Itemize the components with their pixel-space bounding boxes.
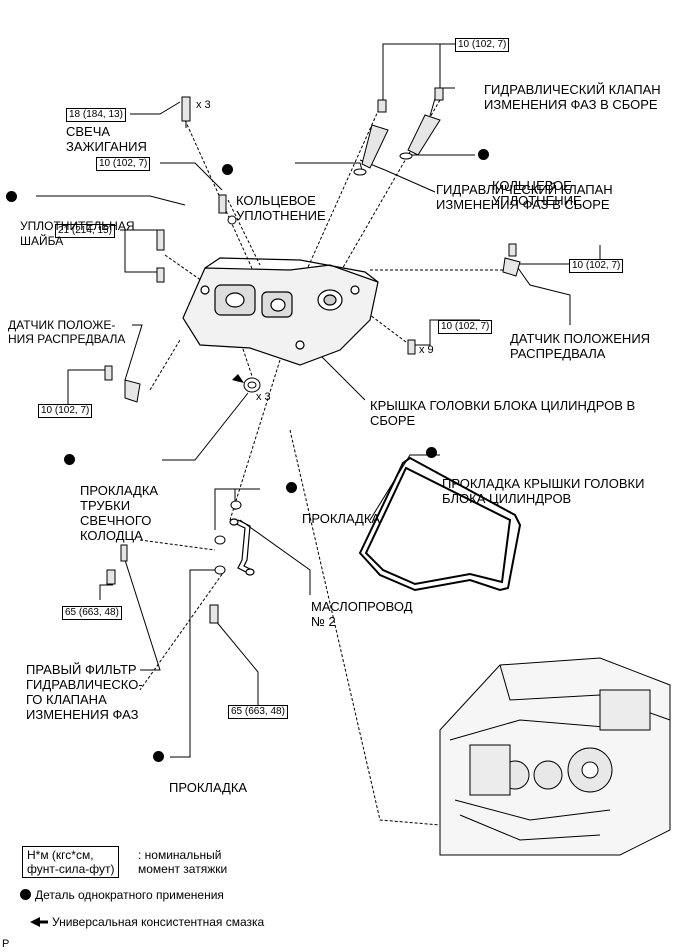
one-time-use-icon xyxy=(6,191,17,202)
one-time-use-icon xyxy=(426,447,437,458)
torque-box-cam-sensor-left: 10 (102, 7) xyxy=(38,404,93,418)
torque-box-union-bolt-left: 65 (663, 48) xyxy=(62,606,122,620)
torque-box-cover-bolts: 10 (102, 7) xyxy=(438,320,493,334)
label-oring-right: КОЛЬЦЕВОЕ УПЛОТНЕНИЕ xyxy=(478,148,582,223)
label-head-cover: КРЫШКА ГОЛОВКИ БЛОКА ЦИЛИНДРОВ В СБОРЕ xyxy=(370,398,636,428)
legend-one-time-text: Деталь однократного применения xyxy=(35,888,224,902)
label-head-cover-gasket-text: ПРОКЛАДКА КРЫШКИ ГОЛОВКИ БЛОКА ЦИЛИНДРОВ xyxy=(442,476,645,506)
grease-arrow-icon xyxy=(28,914,48,930)
label-vvt-valve-mid: ГИДРАВЛИЧЕСКИЙ КЛАПАН ИЗМЕНЕНИЯ ФАЗ В СБ… xyxy=(436,182,613,212)
corner-mark: P xyxy=(2,938,10,950)
one-time-use-icon xyxy=(478,149,489,160)
torque-box-vvt-bolt: 10 (102, 7) xyxy=(455,38,510,52)
torque-box-washer-bolt: 10 (102, 7) xyxy=(96,157,151,171)
label-oring-right-text: КОЛЬЦЕВОЕ УПЛОТНЕНИЕ xyxy=(492,178,582,208)
label-gasket-lower-text: ПРОКЛАДКА xyxy=(169,780,248,795)
label-spark-plug: СВЕЧА ЗАЖИГАНИЯ xyxy=(66,124,147,154)
one-time-use-icon xyxy=(64,454,75,465)
label-gasket-upper-text: ПРОКЛАДКА xyxy=(302,511,381,526)
label-cam-sensor-right: ДАТЧИК ПОЛОЖЕНИЯ РАСПРЕДВАЛА xyxy=(510,331,651,361)
legend-grease: Универсальная консистентная смазка xyxy=(52,915,265,929)
label-gasket-lower: ПРОКЛАДКА xyxy=(153,750,247,810)
one-time-use-icon xyxy=(153,751,164,762)
qty-cover-bolts: x 9 xyxy=(419,344,434,356)
legend-unit-description: : номинальный момент затяжки xyxy=(138,848,228,876)
label-seal-washer: УПЛОТНИТЕЛЬНАЯ ШАЙБА xyxy=(6,189,135,264)
label-oring-left: КОЛЬЦЕВОЕ УПЛОТНЕНИЕ xyxy=(222,163,326,238)
torque-box-union-bolt-lower: 65 (663, 48) xyxy=(228,705,288,719)
one-time-use-icon xyxy=(222,164,233,175)
one-time-use-icon xyxy=(20,889,31,900)
torque-box-spark-plug: 18 (184, 13) xyxy=(66,108,126,122)
label-cam-sensor-left: ДАТЧИК ПОЛОЖЕ- НИЯ РАСПРЕДВАЛА xyxy=(8,318,126,346)
label-oil-pipe: МАСЛОПРОВОД № 2 xyxy=(311,599,413,629)
label-tube-gasket: ПРОКЛАДКА ТРУБКИ СВЕЧНОГО КОЛОДЦА xyxy=(64,453,158,558)
legend-one-time: Деталь однократного применения xyxy=(20,888,224,902)
label-head-cover-gasket: ПРОКЛАДКА КРЫШКИ ГОЛОВКИ БЛОКА ЦИЛИНДРОВ xyxy=(426,446,644,521)
torque-box-cam-sensor-right: 10 (102, 7) xyxy=(569,259,624,273)
torque-box-cover-bolt: 21 (214, 15) xyxy=(55,224,115,238)
label-filter: ПРАВЫЙ ФИЛЬТР ГИДРАВЛИЧЕСКО- ГО КЛАПАНА … xyxy=(26,662,143,722)
qty-spark-plug: x 3 xyxy=(196,99,211,111)
label-tube-gasket-text: ПРОКЛАДКА ТРУБКИ СВЕЧНОГО КОЛОДЦА xyxy=(80,483,159,543)
one-time-use-icon xyxy=(286,482,297,493)
legend-unit-box: Н*м (кгс*см, фунт-сила-фут) xyxy=(22,846,120,878)
label-seal-washer-text: УПЛОТНИТЕЛЬНАЯ ШАЙБА xyxy=(20,219,135,248)
label-oring-left-text: КОЛЬЦЕВОЕ УПЛОТНЕНИЕ xyxy=(236,193,326,223)
label-vvt-valve-top: ГИДРАВЛИЧЕСКИЙ КЛАПАН ИЗМЕНЕНИЯ ФАЗ В СБ… xyxy=(484,82,661,112)
label-gasket-upper: ПРОКЛАДКА xyxy=(286,481,380,541)
qty-tube-gasket: x 3 xyxy=(256,391,271,403)
